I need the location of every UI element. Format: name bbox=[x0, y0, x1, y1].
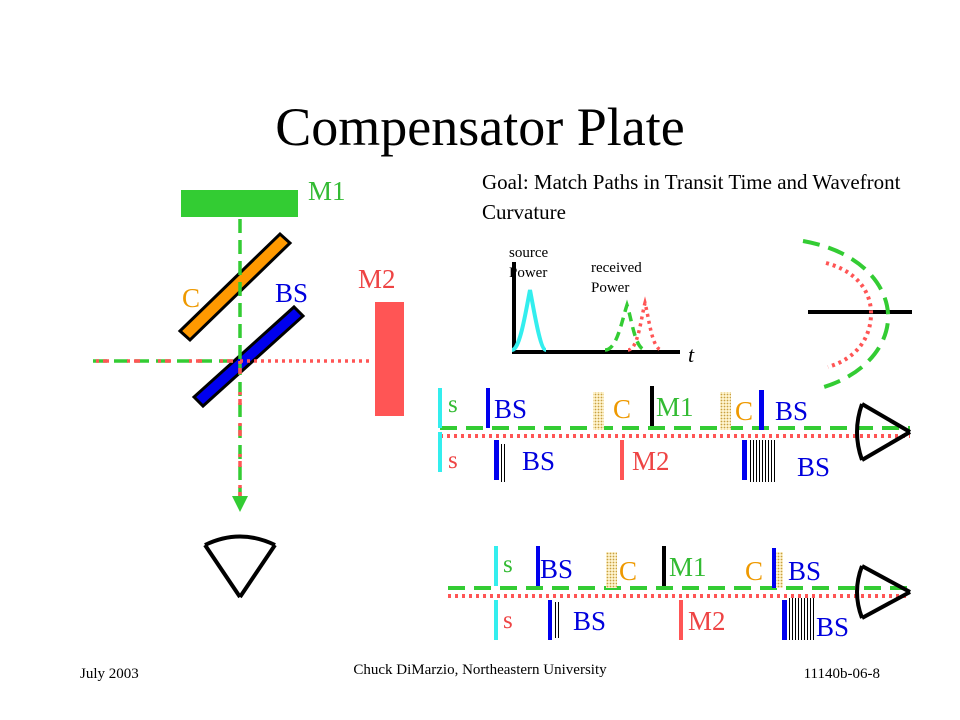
wavefront-sketch bbox=[802, 239, 912, 391]
wavefront-red bbox=[825, 261, 874, 369]
time-axis-label: t bbox=[688, 342, 695, 367]
path1-source-upper bbox=[438, 388, 442, 428]
path1-detector-eye bbox=[855, 402, 912, 462]
output-arrowhead bbox=[232, 496, 248, 512]
path2-bs-lower bbox=[548, 600, 552, 640]
path2-bs-out-glass bbox=[788, 598, 816, 640]
path1-label-bs-upper: BS bbox=[494, 394, 527, 424]
path1-m1 bbox=[650, 386, 654, 426]
mirror-m1-label: M1 bbox=[308, 176, 346, 206]
goal-text: Goal: Match Paths in Transit Time and Wa… bbox=[482, 170, 901, 224]
path2-bs-upper bbox=[536, 546, 540, 586]
path2-label-s-lower: s bbox=[503, 607, 513, 634]
path2-source-lower bbox=[494, 600, 498, 640]
path2-bs-return bbox=[772, 548, 776, 588]
path2-comp-upper bbox=[606, 552, 617, 588]
path2-source-upper bbox=[494, 546, 498, 586]
beamsplitter-label: BS bbox=[275, 278, 308, 308]
path-diagram-2: s BS C M1 C BS s BS M2 BS bbox=[448, 546, 911, 642]
path1-m2 bbox=[620, 440, 624, 480]
path2-label-s-upper: s bbox=[503, 551, 513, 578]
path2-m2 bbox=[679, 600, 683, 640]
path1-comp-return bbox=[720, 392, 731, 430]
path1-label-m1: M1 bbox=[656, 392, 694, 422]
source-pulse bbox=[511, 289, 548, 352]
path1-bs-upper bbox=[486, 388, 490, 428]
slide-title: Compensator Plate bbox=[275, 97, 685, 157]
footer-date: July 2003 bbox=[80, 666, 139, 682]
mirror-m1 bbox=[181, 190, 298, 217]
path2-comp-return bbox=[772, 552, 783, 588]
path1-label-bs-out: BS bbox=[797, 452, 830, 482]
received-pulse-green bbox=[604, 299, 647, 352]
path1-label-bs-lower: BS bbox=[522, 446, 555, 476]
path1-label-s-lower: s bbox=[448, 447, 458, 474]
path2-label-bs-lower: BS bbox=[573, 606, 606, 636]
path2-label-m2: M2 bbox=[688, 606, 726, 636]
mirror-m2-label: M2 bbox=[358, 264, 396, 294]
path1-bs-out bbox=[742, 440, 747, 480]
detector-eye bbox=[203, 534, 277, 599]
footer-slide-id: 11140b-06-8 bbox=[803, 666, 880, 682]
path1-comp-upper bbox=[593, 392, 604, 430]
path2-label-c-return: C bbox=[745, 556, 763, 586]
footer-author: Chuck DiMarzio, Northeastern University bbox=[353, 662, 607, 678]
path1-label-c-upper: C bbox=[613, 394, 631, 424]
path2-label-m1: M1 bbox=[669, 552, 707, 582]
path2-label-c-upper: C bbox=[619, 556, 637, 586]
path2-label-bs-upper: BS bbox=[540, 554, 573, 584]
path1-label-bs-return: BS bbox=[775, 396, 808, 426]
path1-bs-return bbox=[759, 390, 764, 430]
wavefront-green bbox=[802, 239, 891, 391]
path2-m1 bbox=[662, 546, 666, 586]
compensator-label: C bbox=[182, 283, 200, 313]
source-power-label: source Power bbox=[509, 245, 549, 281]
path1-bs-lower-glass bbox=[500, 444, 507, 482]
received-pulse-red bbox=[627, 296, 663, 352]
path2-bs-lower-glass bbox=[553, 602, 560, 638]
path1-label-s-upper: s bbox=[448, 391, 458, 418]
beamsplitter bbox=[191, 304, 306, 409]
path2-bs-out bbox=[782, 600, 787, 640]
path1-source-lower bbox=[438, 432, 442, 472]
path1-label-c-return: C bbox=[735, 396, 753, 426]
path2-label-bs-out: BS bbox=[816, 612, 849, 642]
timing-plot: t bbox=[511, 262, 695, 367]
path-diagram-1: s BS C M1 C BS s BS M2 BS bbox=[438, 386, 912, 482]
compensator-plate bbox=[177, 231, 293, 343]
path2-detector-eye bbox=[855, 564, 911, 620]
path1-bs-out-glass bbox=[749, 440, 777, 482]
received-power-label: received Power bbox=[591, 260, 642, 296]
mirror-m2 bbox=[375, 302, 404, 416]
path1-bs-lower bbox=[494, 440, 499, 480]
interferometer: M1 M2 C BS bbox=[93, 176, 404, 599]
path1-label-m2: M2 bbox=[632, 446, 670, 476]
path2-label-bs-return: BS bbox=[788, 556, 821, 586]
